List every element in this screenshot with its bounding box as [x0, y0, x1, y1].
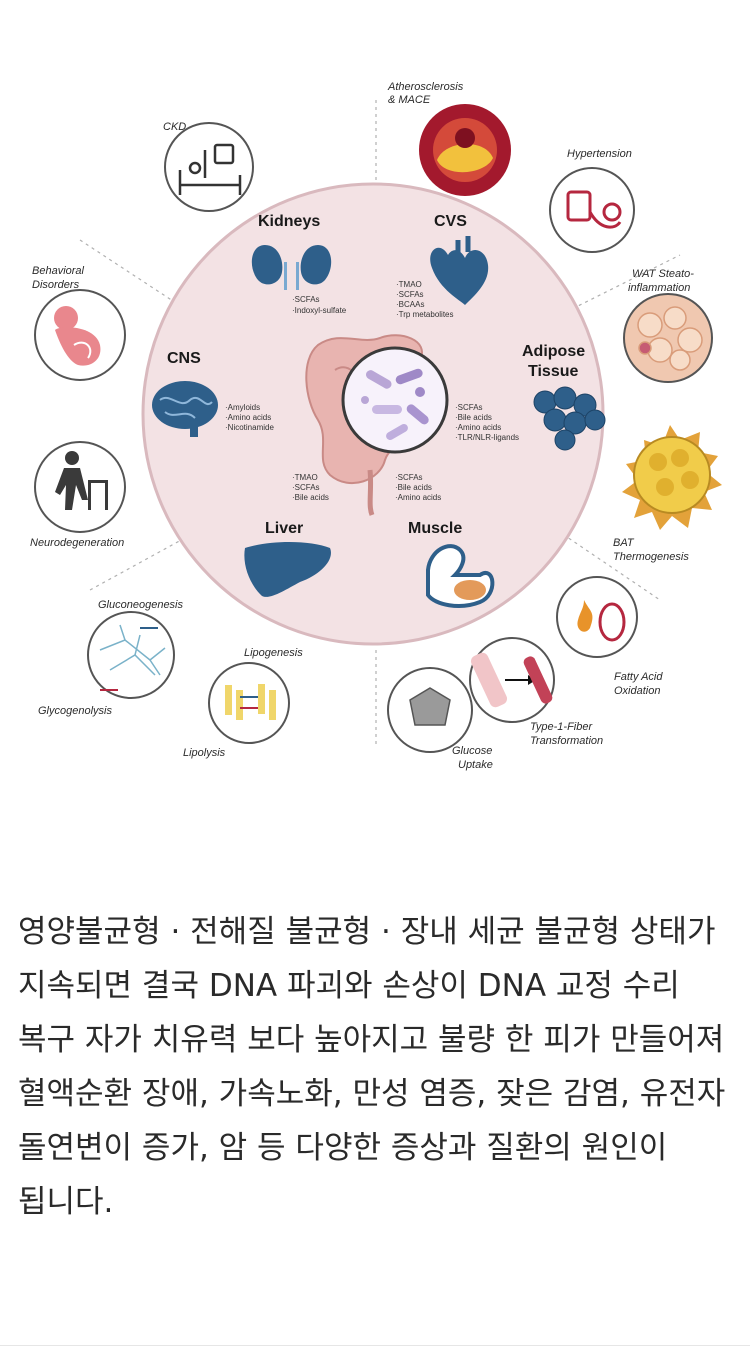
bottom-divider — [0, 1345, 750, 1346]
hypertension-item: Hypertension — [549, 148, 635, 253]
hypertension-label: Hypertension — [567, 148, 632, 160]
cns-label: CNS — [167, 350, 201, 367]
cns-metabolite-1: ·Amyloids — [225, 403, 260, 412]
adipose-metabolite-4: ·TLR/NLR-ligands — [455, 433, 519, 442]
gluconeogenesis-label: Gluconeogenesis — [98, 599, 184, 611]
cns-metabolite-3: ·Nicotinamide — [225, 423, 274, 432]
elderly-walker-icon — [55, 451, 108, 510]
fatty-acid-label-2: Oxidation — [614, 685, 660, 697]
atherosclerosis-label-2: & MACE — [388, 94, 431, 106]
adipose-metabolite-2: ·Bile acids — [455, 413, 492, 422]
kidneys-icon — [251, 245, 332, 290]
liver-metabolite-1: ·TMAO — [292, 473, 318, 482]
bat-label-1: BAT — [613, 537, 635, 549]
wat-item: WAT Steato- inflammation — [623, 268, 713, 383]
fatty-acid-item: Fatty Acid Oxidation — [556, 576, 663, 697]
atherosclerosis-item: Atherosclerosis & MACE — [387, 81, 511, 196]
glycogen-branch-icon — [99, 624, 166, 691]
kidneys-label: Kidneys — [258, 213, 320, 230]
cvs-metabolite-1: ·TMAO — [396, 280, 422, 289]
cvs-metabolite-2: ·SCFAs — [396, 290, 424, 299]
brain-icon — [152, 381, 218, 437]
fat-cells-icon — [637, 306, 703, 371]
glucose-molecule-icon — [409, 687, 451, 726]
ckd-item: CKD — [163, 121, 254, 212]
liver-icon — [244, 542, 331, 597]
lipogenesis-label: Lipogenesis — [244, 647, 303, 659]
muscle-icon — [426, 544, 495, 608]
kidneys-metabolite-2: ·Indoxyl-sulfate — [292, 306, 347, 315]
neurodegeneration-label: Neurodegeneration — [30, 537, 124, 549]
behavioral-label-2: Disorders — [32, 279, 80, 291]
distressed-person-icon — [54, 306, 101, 366]
muscle-label: Muscle — [408, 520, 462, 537]
liver-metabolite-3: ·Bile acids — [292, 493, 329, 502]
kidneys-section: Kidneys ·SCFAs ·Indoxyl-sulfate — [251, 213, 347, 315]
gut-microbiome-diagram: Kidneys ·SCFAs ·Indoxyl-sulfate CVS ·TMA… — [30, 81, 722, 771]
ckd-label: CKD — [163, 121, 186, 133]
type1-fiber-item: Type-1-Fiber Transformation — [469, 637, 603, 747]
cvs-label: CVS — [434, 213, 467, 230]
lipid-icon — [225, 684, 276, 720]
glucose-label-2: Uptake — [458, 759, 493, 771]
adipose-label-1: Adipose — [522, 343, 585, 360]
adipose-label-2: Tissue — [528, 363, 579, 380]
adipose-icon — [533, 386, 606, 451]
atherosclerosis-label-1: Atherosclerosis — [387, 81, 464, 93]
muscle-metabolite-3: ·Amino acids — [395, 493, 441, 502]
glucose-item: Glucose Uptake — [387, 667, 493, 771]
cvs-metabolite-3: ·BCAAs — [396, 300, 424, 309]
hospital-bed-icon — [178, 143, 242, 195]
muscle-fiber-icon — [470, 652, 553, 708]
caption-text: 영양불균형 · 전해질 불균형 · 장내 세균 불균형 상태가 지속되면 결국 … — [18, 914, 726, 1220]
blood-pressure-icon — [566, 190, 622, 229]
neurodegeneration-item: Neurodegeneration — [30, 441, 126, 549]
glucose-label-1: Glucose — [452, 745, 492, 757]
muscle-section: ·SCFAs ·Bile acids ·Amino acids Muscle — [395, 473, 495, 608]
adipose-metabolite-1: ·SCFAs — [455, 403, 483, 412]
heart-icon — [430, 236, 489, 305]
lipolysis-label: Lipolysis — [183, 747, 226, 759]
cvs-section: CVS ·TMAO ·SCFAs ·BCAAs ·Trp metabolites — [396, 213, 489, 319]
bat-label-2: Thermogenesis — [613, 551, 689, 563]
type1-fiber-label-2: Transformation — [530, 735, 603, 747]
muscle-metabolite-2: ·Bile acids — [395, 483, 432, 492]
lipogenesis-item: Lipogenesis Lipolysis — [183, 647, 303, 759]
liver-section: ·TMAO ·SCFAs ·Bile acids Liver — [244, 473, 331, 597]
fatty-acid-label-1: Fatty Acid — [614, 671, 663, 683]
bat-item: BAT Thermogenesis — [613, 425, 722, 563]
liver-metabolite-2: ·SCFAs — [292, 483, 320, 492]
wat-label-1: WAT Steato- — [632, 268, 694, 280]
liver-label: Liver — [265, 520, 303, 537]
type1-fiber-label-1: Type-1-Fiber — [530, 721, 593, 733]
cns-metabolite-2: ·Amino acids — [225, 413, 271, 422]
cvs-metabolite-4: ·Trp metabolites — [396, 310, 454, 319]
bacteria-magnifier-icon — [341, 346, 449, 454]
adipose-section: Adipose Tissue ·SCFAs ·Bile acids ·Amino… — [455, 343, 606, 451]
glycogenolysis-label: Glycogenolysis — [38, 705, 112, 717]
behavioral-item: Behavioral Disorders — [32, 265, 126, 381]
cns-section: CNS ·Amyloids ·Amino acids ·Nicotinamide — [152, 350, 274, 437]
behavioral-label-1: Behavioral — [32, 265, 85, 277]
adipose-metabolite-3: ·Amino acids — [455, 423, 501, 432]
mitochondria-flame-icon — [577, 600, 626, 642]
gluconeogenesis-item: Gluconeogenesis Glycogenolysis — [38, 599, 184, 717]
wat-label-2: inflammation — [628, 282, 690, 294]
muscle-metabolite-1: ·SCFAs — [395, 473, 423, 482]
brown-fat-icon — [622, 425, 722, 530]
kidneys-metabolite-1: ·SCFAs — [292, 295, 320, 304]
artery-icon — [419, 104, 511, 196]
